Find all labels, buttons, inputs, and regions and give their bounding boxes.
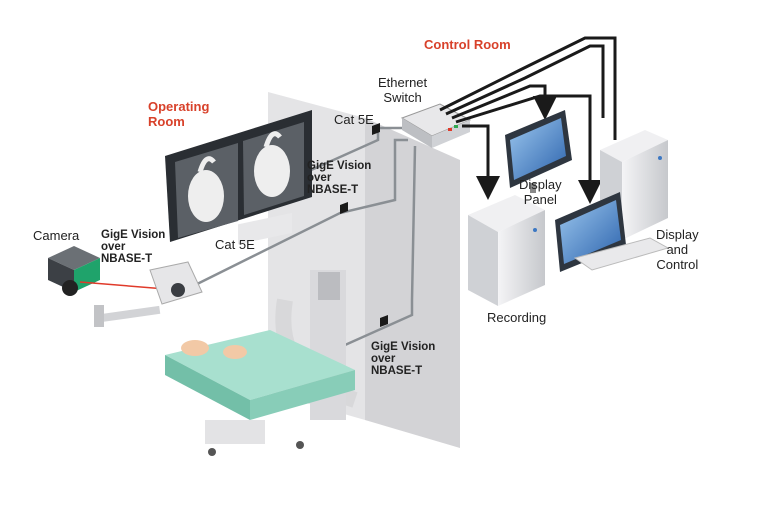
- control-room-label: Control Room: [424, 37, 511, 52]
- camera-label: Camera: [33, 228, 80, 243]
- cat5e-top-label: Cat 5E: [334, 112, 374, 127]
- cat5e-middle-label: Cat 5E: [215, 237, 255, 252]
- surgical-light: [94, 261, 203, 327]
- black-cables: [439, 36, 617, 204]
- recording-label: Recording: [487, 310, 547, 325]
- ethernet-switch-label: Ethernet Switch: [378, 75, 428, 105]
- control-monitor: [555, 192, 670, 272]
- gige-camera-label: GigE Vision over NBASE-T: [101, 229, 166, 265]
- gige-bottom-label: GigE Vision over NBASE-T: [371, 341, 436, 377]
- recording-tower: [468, 195, 545, 306]
- display-panel-monitor: [505, 110, 572, 193]
- operating-room-label: Operating Room: [148, 99, 210, 129]
- gige-top-label: GigE Vision over NBASE-T: [307, 160, 372, 196]
- display-and-control-label: Display and Control: [656, 227, 699, 272]
- grey-cables: [174, 126, 417, 347]
- display-panel-label: Display Panel: [519, 177, 562, 207]
- operating-room-monitor: [165, 110, 312, 242]
- camera-device: [48, 246, 100, 296]
- cable-connectors: [340, 123, 388, 327]
- patient-bed: [165, 330, 355, 456]
